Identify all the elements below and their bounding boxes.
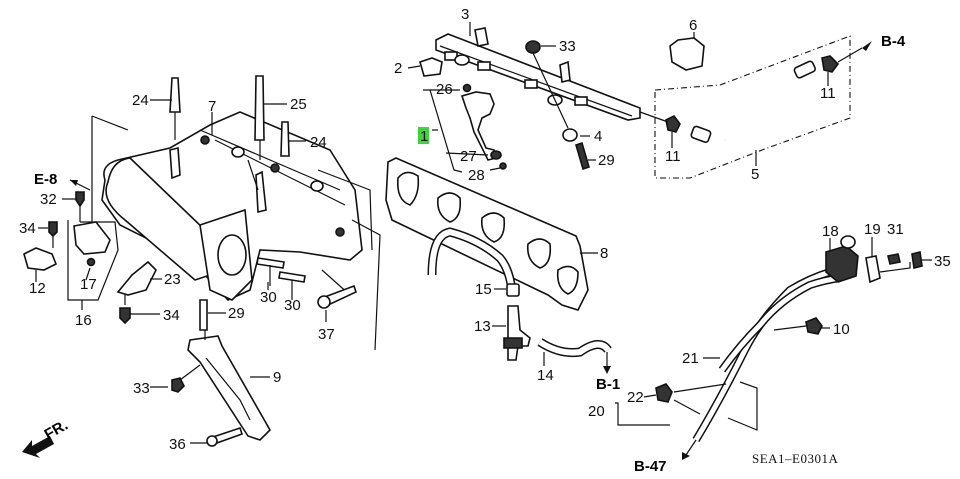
injector-part[interactable] bbox=[460, 83, 507, 170]
callout-21[interactable]: 21 bbox=[682, 350, 699, 367]
callout-1[interactable]: 1 bbox=[420, 128, 428, 145]
callout-14[interactable]: 14 bbox=[537, 367, 554, 384]
callout-30b[interactable]: 30 bbox=[284, 297, 301, 314]
clip-11a-part[interactable] bbox=[665, 114, 681, 133]
callout-32[interactable]: 32 bbox=[40, 191, 57, 208]
nut-33b-part[interactable] bbox=[171, 377, 185, 393]
callout-27[interactable]: 27 bbox=[460, 148, 477, 165]
callout-19[interactable]: 19 bbox=[864, 221, 881, 238]
callout-26[interactable]: 26 bbox=[436, 81, 453, 98]
callout-33b[interactable]: 33 bbox=[133, 380, 150, 397]
stud-29b-part[interactable] bbox=[199, 299, 208, 331]
callout-3[interactable]: 3 bbox=[461, 6, 469, 23]
bolt-31-part[interactable] bbox=[887, 253, 901, 265]
callout-22[interactable]: 22 bbox=[627, 389, 644, 406]
collar-part[interactable] bbox=[562, 128, 578, 142]
bolt-35-part[interactable] bbox=[911, 251, 923, 269]
callout-8[interactable]: 8 bbox=[600, 245, 608, 262]
callout-9[interactable]: 9 bbox=[273, 369, 281, 386]
ref-b4[interactable]: B-4 bbox=[881, 33, 906, 50]
stud-30b-part[interactable] bbox=[278, 271, 306, 283]
callout-31[interactable]: 31 bbox=[887, 221, 904, 238]
fuel-hose-part[interactable] bbox=[690, 60, 816, 144]
sensor-part[interactable] bbox=[73, 221, 111, 255]
callout-33a[interactable]: 33 bbox=[559, 38, 576, 55]
stud-30a-part[interactable] bbox=[256, 257, 285, 269]
callout-36[interactable]: 36 bbox=[169, 436, 186, 453]
callout-13[interactable]: 13 bbox=[474, 318, 491, 335]
clip-part[interactable] bbox=[419, 57, 443, 77]
ref-e8[interactable]: E-8 bbox=[34, 171, 57, 188]
stud-25-part[interactable] bbox=[254, 75, 265, 141]
solenoid-18-part[interactable] bbox=[825, 245, 859, 283]
callout-7[interactable]: 7 bbox=[208, 98, 216, 115]
bracket-9-part[interactable] bbox=[187, 335, 271, 441]
callout-16[interactable]: 16 bbox=[75, 312, 92, 329]
callout-17[interactable]: 17 bbox=[80, 276, 97, 293]
ref-b47[interactable]: B-47 bbox=[634, 458, 667, 475]
callout-18[interactable]: 18 bbox=[822, 223, 839, 240]
callout-34a[interactable]: 34 bbox=[19, 220, 36, 237]
highlight-marker bbox=[418, 127, 429, 144]
callout-11a[interactable]: 11 bbox=[665, 148, 681, 165]
pcv-valve-part[interactable] bbox=[507, 305, 531, 361]
diagram-code: SEA1–E0301A bbox=[752, 451, 839, 466]
callout-24b[interactable]: 24 bbox=[310, 134, 327, 151]
bolt-32-part[interactable] bbox=[75, 191, 85, 208]
callout-20[interactable]: 20 bbox=[588, 403, 605, 420]
stud-part[interactable] bbox=[575, 141, 590, 171]
intake-manifold-part[interactable] bbox=[101, 111, 363, 301]
stud-24b-part[interactable] bbox=[280, 121, 290, 157]
callout-34b[interactable]: 34 bbox=[163, 307, 180, 324]
callout-12[interactable]: 12 bbox=[29, 280, 46, 297]
fuel-rail-part[interactable] bbox=[435, 27, 641, 121]
clip-22-part[interactable] bbox=[655, 383, 673, 403]
stud-24a-part[interactable] bbox=[169, 77, 181, 113]
callout-28[interactable]: 28 bbox=[468, 167, 485, 184]
callout-37[interactable]: 37 bbox=[318, 326, 335, 343]
callout-35[interactable]: 35 bbox=[934, 253, 951, 270]
gasket-part[interactable] bbox=[385, 157, 589, 311]
ref-b1[interactable]: B-1 bbox=[596, 376, 620, 393]
callout-6[interactable]: 6 bbox=[689, 17, 697, 34]
callout-24a[interactable]: 24 bbox=[132, 92, 149, 109]
callout-29a[interactable]: 29 bbox=[598, 152, 615, 169]
callout-5[interactable]: 5 bbox=[751, 166, 759, 183]
callout-29b[interactable]: 29 bbox=[228, 305, 245, 322]
bolt-34a-part[interactable] bbox=[48, 221, 58, 238]
cover-part[interactable] bbox=[669, 37, 705, 71]
callout-23[interactable]: 23 bbox=[164, 271, 181, 288]
callout-25[interactable]: 25 bbox=[290, 96, 307, 113]
grommet-17-part[interactable] bbox=[86, 257, 96, 267]
nut-part[interactable] bbox=[525, 40, 541, 54]
callout-15[interactable]: 15 bbox=[475, 281, 492, 298]
callout-11b[interactable]: 11 bbox=[820, 85, 836, 102]
bracket-19-part[interactable] bbox=[865, 255, 881, 284]
vacuum-hose-assy-part[interactable] bbox=[692, 268, 841, 443]
callout-2[interactable]: 2 bbox=[394, 60, 402, 77]
front-arrow-icon bbox=[22, 436, 54, 458]
bracket-23-part[interactable] bbox=[116, 260, 157, 296]
bolt-34b-part[interactable] bbox=[119, 307, 131, 325]
bracket-12-part[interactable] bbox=[23, 247, 58, 271]
clip-11b-part[interactable] bbox=[821, 55, 840, 73]
callout-30a[interactable]: 30 bbox=[260, 289, 277, 306]
callout-4[interactable]: 4 bbox=[594, 128, 602, 145]
callout-10[interactable]: 10 bbox=[833, 321, 850, 338]
clip-10-part[interactable] bbox=[805, 317, 823, 335]
